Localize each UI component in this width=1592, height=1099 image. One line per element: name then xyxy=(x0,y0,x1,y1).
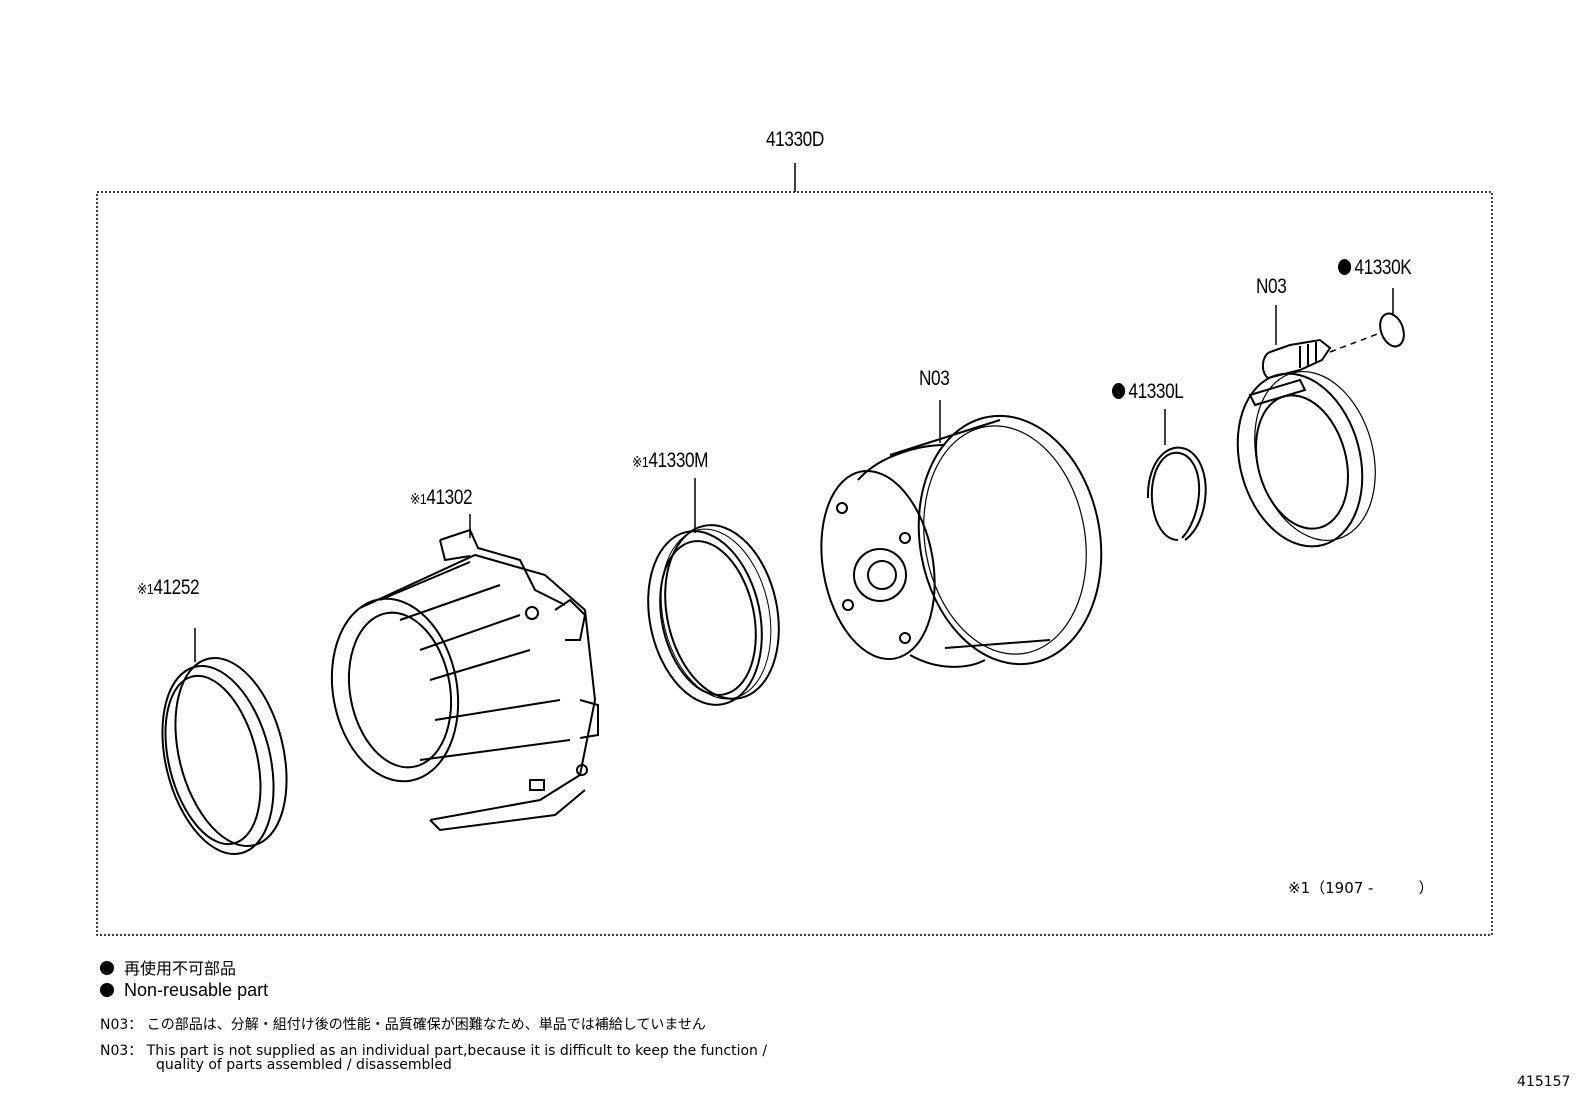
hub-drum-N03 xyxy=(820,400,1103,668)
note-en: N03： This part is not supplied as an ind… xyxy=(100,1040,767,1060)
legend-en-text: Non-reusable part xyxy=(124,980,269,1000)
date-note: ※1（1907 - ） xyxy=(1288,879,1434,897)
label-hub: N03 xyxy=(919,367,950,390)
housing-41302 xyxy=(330,514,599,832)
label-oring: 41330K xyxy=(1338,256,1412,280)
note-prefix: N03： xyxy=(100,1017,143,1033)
label-seal-mid-text: 41330M xyxy=(648,449,709,472)
snap-ring-41330L xyxy=(1146,409,1207,541)
legend-ja: 再使用不可部品 xyxy=(100,955,236,979)
label-seal-left: ※141252 xyxy=(137,576,200,600)
label-housing-text: 41302 xyxy=(426,486,473,509)
legend-en: Non-reusable part xyxy=(100,980,268,1001)
figure-id: 415157 xyxy=(1517,1074,1571,1090)
legend-ja-text: 再使用不可部品 xyxy=(124,959,237,978)
ref-mark: ※1 xyxy=(410,491,427,508)
note-en-2: quality of parts assembled / disassemble… xyxy=(156,1057,452,1073)
label-seal-mid: ※141330M xyxy=(632,449,709,473)
ref-mark: ※1 xyxy=(632,454,649,471)
label-oring-text: 41330K xyxy=(1354,256,1412,279)
label-housing: ※141302 xyxy=(410,486,473,510)
note-en-line1: This part is not supplied as an individu… xyxy=(146,1043,768,1059)
non-reusable-dot-icon xyxy=(100,961,114,975)
label-assembly: 41330D xyxy=(766,128,824,151)
assembly-frame xyxy=(96,191,1493,936)
sensor-assembly-N03 xyxy=(1236,305,1381,548)
non-reusable-dot-icon xyxy=(1112,383,1126,399)
note-prefix: N03： xyxy=(100,1043,143,1059)
ref-mark: ※1 xyxy=(137,581,154,598)
oring-41330K xyxy=(1379,288,1405,348)
note-ja-text: この部品は、分解・組付け後の性能・品質確保が困難なため、単品では補給していません xyxy=(146,1017,706,1033)
non-reusable-dot-icon xyxy=(1338,259,1352,275)
label-sensor: N03 xyxy=(1256,275,1287,298)
seal-41330M xyxy=(647,478,780,706)
label-snap-ring-text: 41330L xyxy=(1128,380,1184,403)
label-snap-ring: 41330L xyxy=(1112,380,1184,404)
label-seal-left-text: 41252 xyxy=(153,576,200,599)
non-reusable-dot-icon xyxy=(100,983,114,997)
note-ja: N03： この部品は、分解・組付け後の性能・品質確保が困難なため、単品では補給し… xyxy=(100,1014,706,1034)
seal-ring-41252 xyxy=(161,628,288,855)
